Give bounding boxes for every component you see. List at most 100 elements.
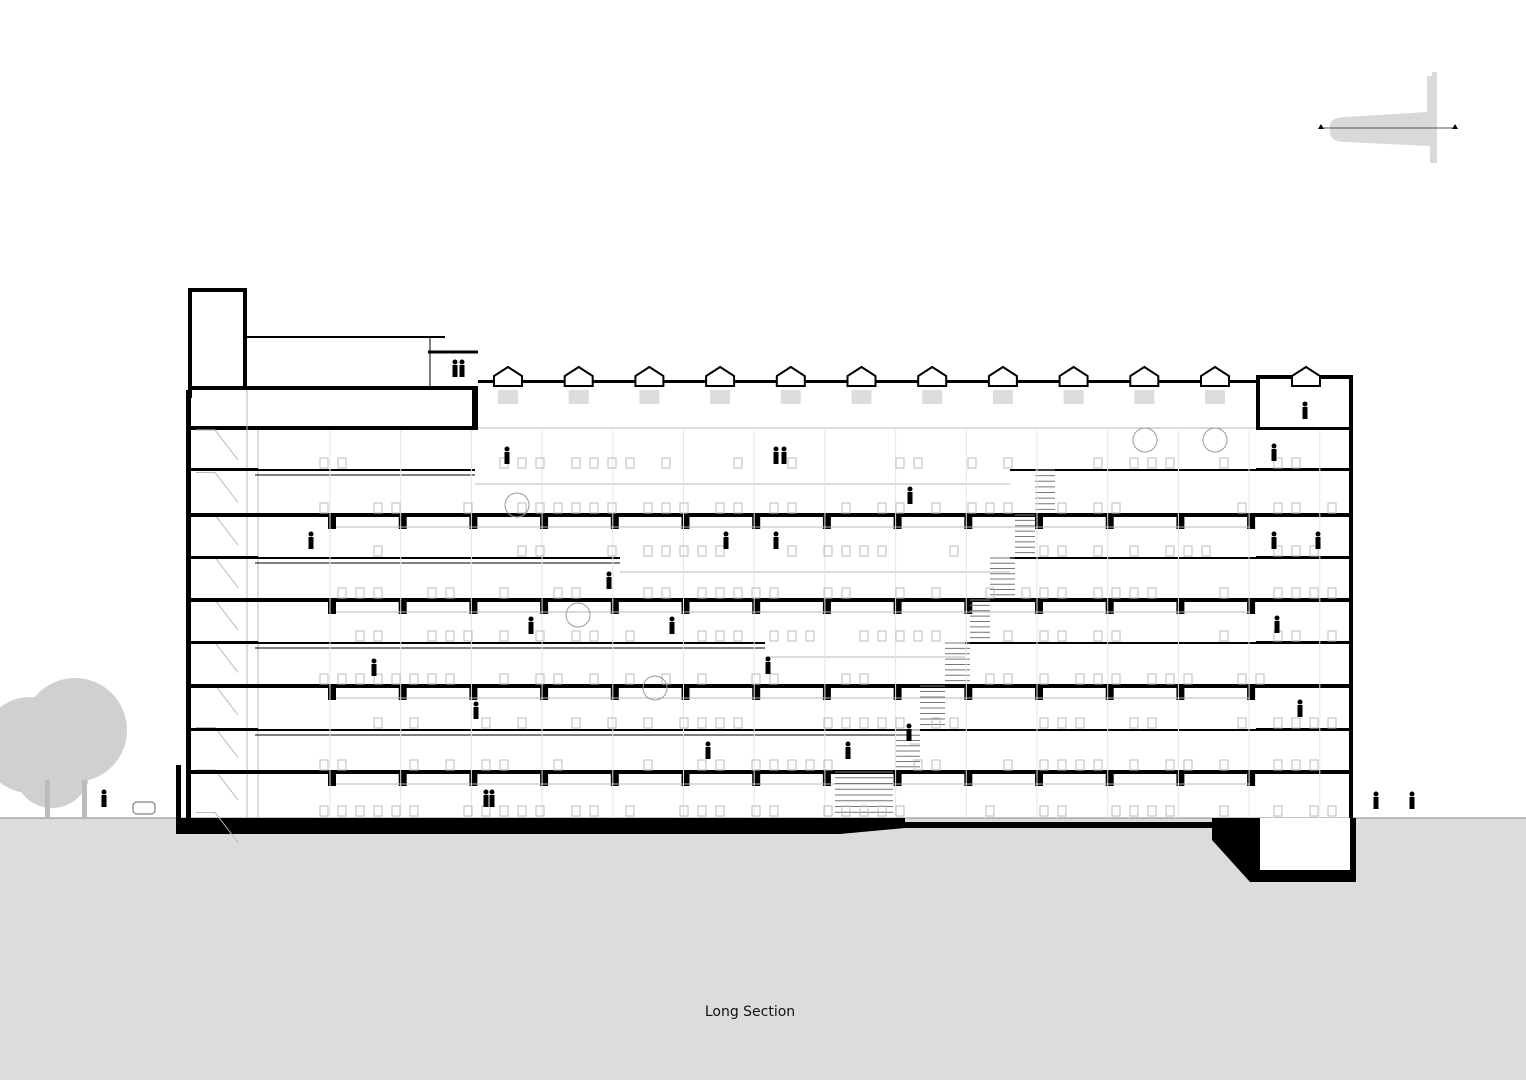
furniture (356, 674, 364, 684)
furniture (1094, 588, 1102, 598)
furniture (1166, 760, 1174, 770)
furniture (554, 588, 562, 598)
person-body (766, 662, 771, 674)
furniture (1112, 503, 1120, 513)
furniture (1274, 806, 1282, 816)
furniture (1310, 806, 1318, 816)
floor-slab (188, 556, 258, 559)
furniture (914, 458, 922, 468)
furniture (860, 674, 868, 684)
person-icon (1316, 532, 1321, 537)
person-icon (460, 360, 465, 365)
furniture (1220, 588, 1228, 598)
skylight-louvre (710, 390, 730, 404)
floor-slab (188, 598, 1350, 602)
tower-roof (188, 288, 246, 292)
person-body (1303, 407, 1308, 419)
furniture (914, 631, 922, 641)
furniture (1130, 806, 1138, 816)
furniture (986, 806, 994, 816)
tree-trunk (45, 780, 50, 818)
furniture (878, 806, 886, 816)
furniture (1256, 674, 1264, 684)
furniture (968, 503, 976, 513)
furniture (1328, 588, 1336, 598)
furniture (698, 674, 706, 684)
furniture (518, 503, 526, 513)
furniture (536, 674, 544, 684)
furniture (1292, 588, 1300, 598)
skylight-louvre (569, 390, 589, 404)
furniture (500, 806, 508, 816)
tree-icon (14, 732, 90, 808)
furniture (1274, 718, 1282, 728)
furniture (554, 503, 562, 513)
furniture (410, 806, 418, 816)
furniture (626, 458, 634, 468)
roof-monitor-icon (706, 367, 734, 386)
furniture (392, 503, 400, 513)
person-icon (907, 724, 912, 729)
furniture (716, 631, 724, 641)
furniture (1112, 631, 1120, 641)
building-section (176, 288, 1353, 843)
skylight-louvre (852, 390, 872, 404)
furniture (1148, 718, 1156, 728)
furniture (572, 588, 580, 598)
stair-icon (196, 515, 238, 545)
person-body (490, 795, 495, 807)
furniture (644, 588, 652, 598)
roof-end-wall (1256, 375, 1260, 430)
furniture (842, 503, 850, 513)
furniture (356, 806, 364, 816)
furniture (644, 718, 652, 728)
column (328, 772, 336, 786)
furniture (788, 631, 796, 641)
tree-icon (566, 603, 590, 627)
furniture (410, 760, 418, 770)
furniture (572, 631, 580, 641)
person-icon (484, 790, 489, 795)
furniture (1130, 718, 1138, 728)
furniture (320, 806, 328, 816)
person-body (1272, 537, 1277, 549)
person-body (529, 622, 534, 634)
furniture (1094, 458, 1102, 468)
key-plan-icon (1318, 72, 1458, 163)
roof-monitor-icon (918, 367, 946, 386)
furniture (1238, 503, 1246, 513)
furniture (950, 546, 958, 556)
furniture (446, 588, 454, 598)
furniture (950, 718, 958, 728)
furniture (1094, 631, 1102, 641)
furniture (374, 546, 382, 556)
furniture (788, 458, 796, 468)
furniture (698, 631, 706, 641)
furniture (500, 760, 508, 770)
furniture (500, 631, 508, 641)
entry-wall (176, 765, 181, 820)
furniture (446, 631, 454, 641)
furniture (590, 806, 598, 816)
furniture (896, 588, 904, 598)
furniture (482, 718, 490, 728)
furniture (500, 674, 508, 684)
person-icon (774, 532, 779, 537)
furniture (1328, 631, 1336, 641)
floor-slab (1256, 468, 1350, 471)
furniture (734, 631, 742, 641)
furniture (716, 588, 724, 598)
person-body (1298, 705, 1303, 717)
roof-monitor-icon (1130, 367, 1158, 386)
furniture (1148, 458, 1156, 468)
furniture (698, 588, 706, 598)
furniture (1166, 674, 1174, 684)
street-trees (0, 678, 127, 818)
person-body (1410, 797, 1415, 809)
furniture (1112, 588, 1120, 598)
furniture (770, 674, 778, 684)
furniture (356, 631, 364, 641)
furniture (644, 503, 652, 513)
tree-trunk (82, 780, 87, 818)
column (328, 686, 336, 700)
